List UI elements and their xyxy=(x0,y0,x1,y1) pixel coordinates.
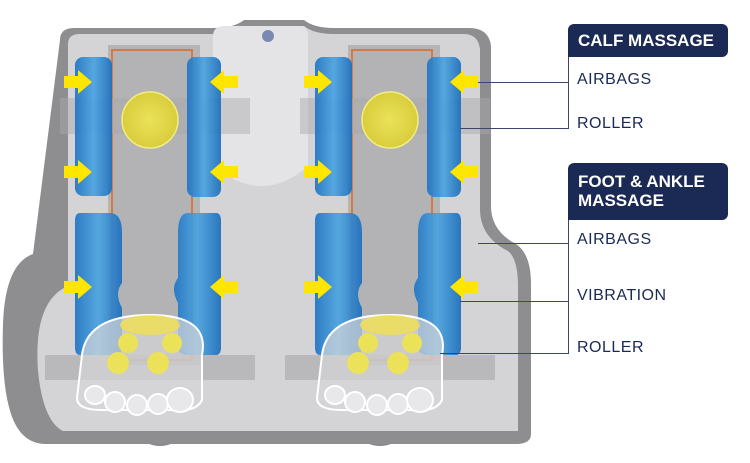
calf-roller-label: ROLLER xyxy=(577,115,645,132)
foot-ankle-massage-header: FOOT & ANKLE MASSAGE xyxy=(568,163,728,220)
foot-title-line1: FOOT & ANKLE xyxy=(578,172,705,191)
foot-airbags-label: AIRBAGS xyxy=(577,231,652,248)
calf-bracket-line xyxy=(568,57,569,129)
calf-title: CALF MASSAGE xyxy=(578,31,714,50)
center-console xyxy=(213,26,308,186)
foot-bracket-line xyxy=(568,220,569,354)
calf-airbags-label: AIRBAGS xyxy=(577,71,652,88)
foot-roller-label: ROLLER xyxy=(577,339,645,356)
leader-line xyxy=(460,301,568,302)
leader-line xyxy=(478,243,568,244)
foot-title-line2: MASSAGE xyxy=(578,191,664,210)
leader-line xyxy=(440,353,568,354)
leader-line xyxy=(478,82,568,83)
leader-line xyxy=(460,128,568,129)
logo-icon xyxy=(262,30,274,42)
calf-massage-header: CALF MASSAGE xyxy=(568,24,728,57)
foot-vibration-label: VIBRATION xyxy=(577,287,667,304)
